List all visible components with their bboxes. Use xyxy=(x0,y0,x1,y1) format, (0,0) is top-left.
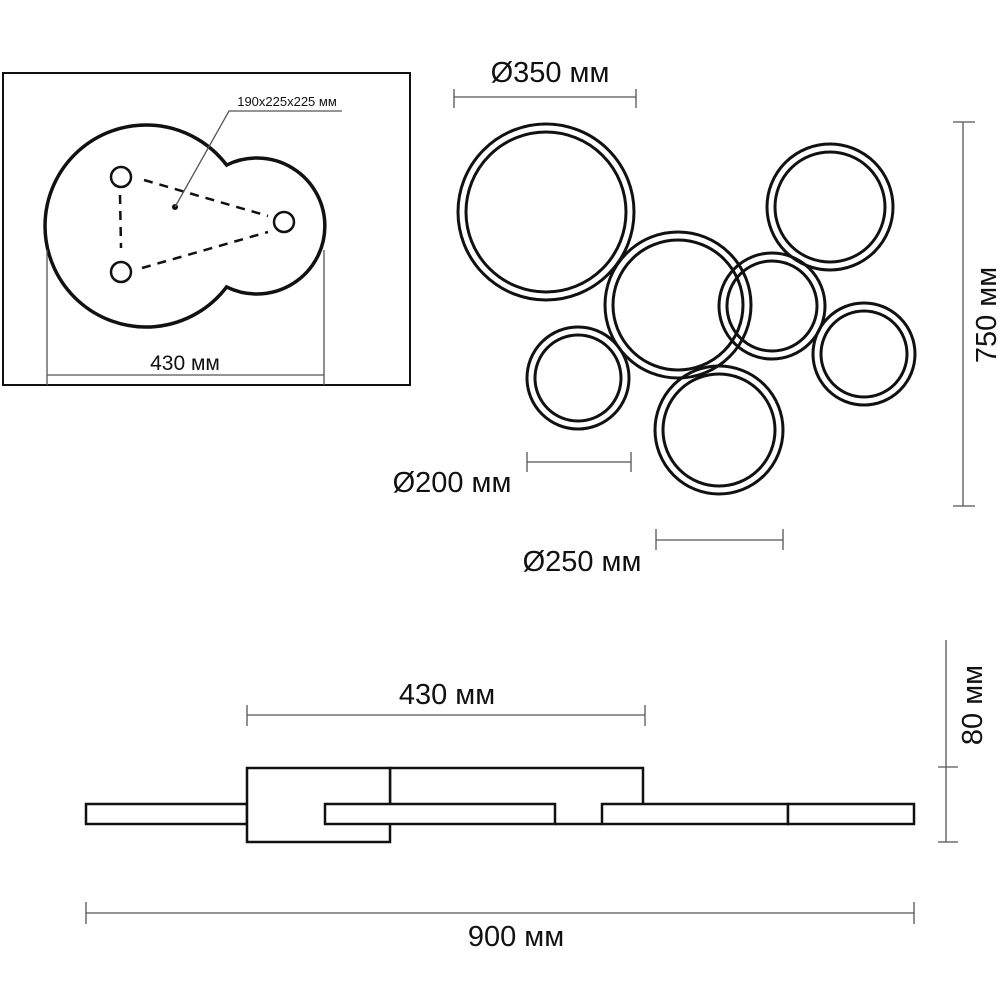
canopy-upper xyxy=(388,766,645,804)
depth-label: 80 мм xyxy=(957,665,989,745)
plate-width-label: 430 мм xyxy=(150,352,220,375)
ring-large xyxy=(456,122,636,302)
holes-label: 190x225x225 мм xyxy=(237,94,337,109)
depth-dimension xyxy=(938,640,958,843)
mounting-hole xyxy=(109,165,133,189)
large-ring-dimension xyxy=(453,89,637,108)
medium-ring-label: Ø250 мм xyxy=(523,546,642,578)
small-ring-label: Ø200 мм xyxy=(393,467,512,499)
ring-medium xyxy=(603,230,753,380)
base-width-dimension xyxy=(246,705,646,726)
base-width-label: 430 мм xyxy=(399,679,495,711)
mount-plate-outline xyxy=(43,123,327,329)
top-view: Ø350 мм 750 мм Ø200 мм Ø250 мм xyxy=(393,57,1000,578)
ring-small xyxy=(525,325,631,431)
holes-leader-line xyxy=(174,110,342,208)
small-ring-dimension xyxy=(526,452,632,472)
total-width-dimension xyxy=(85,902,915,924)
mount-plate-panel: 190x225x225 мм 430 мм xyxy=(2,72,411,386)
panel-frame xyxy=(2,72,411,386)
mounting-hole xyxy=(109,260,133,284)
ring-small xyxy=(811,301,917,407)
side-arm xyxy=(786,802,916,826)
ring-medium xyxy=(765,142,895,272)
side-arm xyxy=(323,802,557,826)
ring-medium xyxy=(653,364,785,496)
large-ring-label: Ø350 мм xyxy=(491,57,610,89)
hole-pattern-triangle xyxy=(118,178,269,270)
mounting-hole xyxy=(272,210,296,234)
ring-small xyxy=(717,251,827,361)
total-width-label: 900 мм xyxy=(468,921,564,953)
side-view: 430 мм 80 мм 900 мм xyxy=(84,640,989,953)
side-arm xyxy=(84,802,249,826)
height-label: 750 мм xyxy=(971,267,1000,363)
side-arm xyxy=(600,802,790,826)
height-dimension xyxy=(953,121,975,507)
medium-ring-dimension xyxy=(655,529,784,550)
